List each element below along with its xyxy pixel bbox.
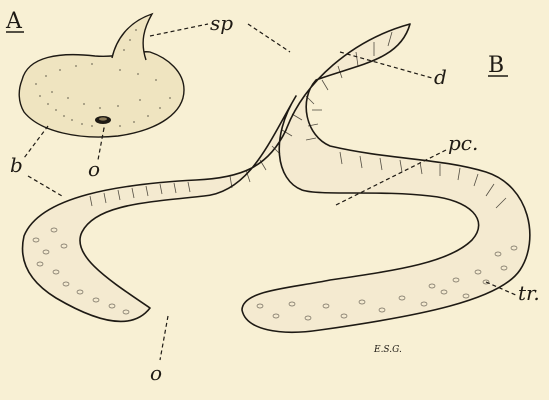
- panel-b-label: B: [488, 53, 504, 78]
- label-o-a: o: [88, 157, 100, 181]
- label-pc: pc.: [448, 131, 478, 155]
- label-o-b: o: [150, 361, 162, 385]
- label-d: d: [434, 65, 447, 89]
- label-sp: sp: [210, 11, 233, 35]
- panel-a-label: A: [5, 9, 23, 34]
- label-b: b: [10, 153, 23, 177]
- label-tr: tr.: [518, 281, 540, 305]
- larva-exterior-drawing: [19, 14, 184, 137]
- artist-signature: E.S.G.: [373, 345, 402, 355]
